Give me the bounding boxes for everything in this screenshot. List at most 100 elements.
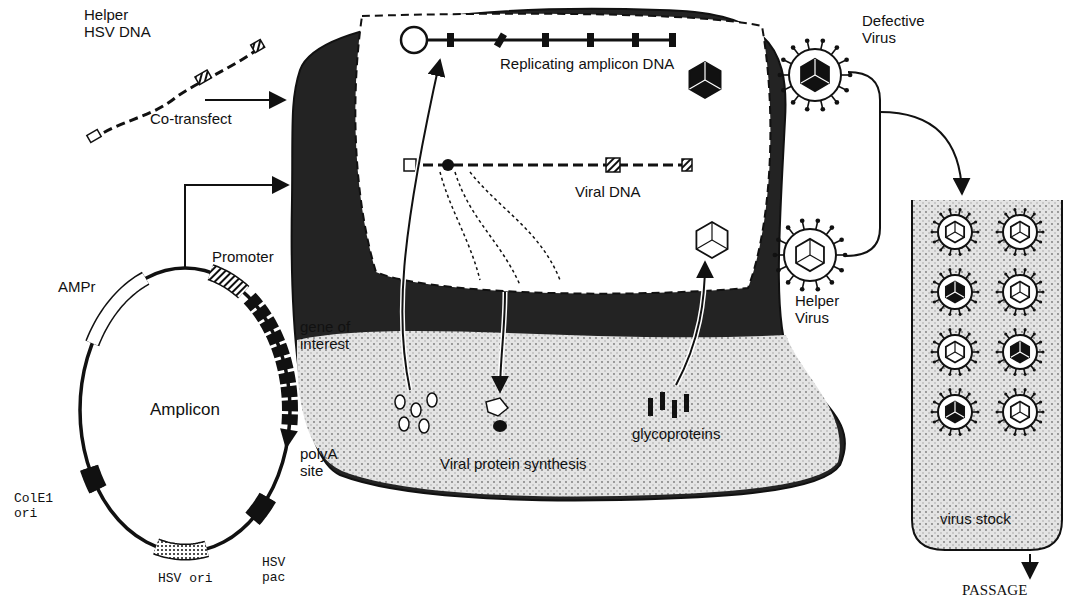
spike-knob <box>974 341 977 344</box>
capsid-facet <box>809 239 810 255</box>
spike-knob <box>1024 253 1027 256</box>
defective-virus <box>778 38 853 111</box>
helper-virus <box>996 208 1045 256</box>
capsid-facet <box>946 412 955 417</box>
spike-knob <box>1039 240 1042 243</box>
amplicon-unit <box>632 33 639 47</box>
virus-envelope <box>938 335 972 369</box>
cole1-ori-segment <box>89 468 98 490</box>
passage-arrow <box>1029 554 1031 578</box>
cell-label: Viral protein synthesis <box>440 455 586 472</box>
viral-protein <box>427 393 437 407</box>
virus-envelope <box>789 49 841 101</box>
viral-protein <box>411 403 421 417</box>
virus-envelope <box>938 395 972 429</box>
capsid <box>946 281 964 302</box>
capsid <box>696 222 727 258</box>
tube-outline <box>912 200 1062 550</box>
part-label: gene of interest <box>300 318 372 353</box>
spike-knob <box>1024 388 1027 391</box>
capsid-facet <box>1020 292 1029 297</box>
polya-arrowhead <box>280 428 298 449</box>
glycoprotein-arrow-halo <box>676 262 705 385</box>
helper-virus <box>996 268 1045 316</box>
spike-knob <box>933 401 936 404</box>
hsv-ori-segment-outline <box>156 546 207 551</box>
spike-knob <box>959 268 962 271</box>
helper-virus <box>773 218 848 291</box>
spike-knob <box>998 401 1001 404</box>
spike-knob <box>848 73 853 78</box>
spike-knob <box>820 107 825 112</box>
stock-arrow <box>880 112 962 194</box>
spike-knob <box>1024 268 1027 271</box>
spike-knob <box>948 433 951 436</box>
capsid-facet <box>955 352 964 357</box>
spike-knob <box>933 240 936 243</box>
spike-knob <box>843 253 848 258</box>
viral-protein <box>395 395 405 409</box>
virus-envelope <box>1003 335 1037 369</box>
spike-knob <box>1024 433 1027 436</box>
spike-knob <box>781 88 786 93</box>
transcript <box>440 172 480 280</box>
capsid-facet <box>705 80 721 89</box>
defective-virus <box>931 268 980 316</box>
capsid-facet <box>946 232 955 237</box>
capsid-group <box>696 222 727 258</box>
spike-knob <box>939 273 942 276</box>
spike-knob <box>1033 213 1036 216</box>
amp-resistance-gene <box>92 278 145 343</box>
ribosome <box>486 398 508 416</box>
spike-knob <box>1041 410 1044 413</box>
translation-arrow <box>500 292 505 392</box>
spike-knob <box>1004 393 1007 396</box>
dna-box <box>404 159 416 171</box>
spike-knob <box>1004 213 1007 216</box>
glycoprotein <box>660 392 665 410</box>
nucleus-outline <box>355 14 770 294</box>
capsid <box>1011 281 1029 302</box>
capsid-facet <box>1019 341 1020 352</box>
spike-knob <box>1013 208 1016 211</box>
spike-knob <box>998 360 1001 363</box>
capsid-facet <box>946 292 955 297</box>
spike-knob <box>805 107 810 112</box>
spike-knob <box>931 350 934 353</box>
spike-knob <box>933 281 936 284</box>
gene-of-interest <box>250 298 290 425</box>
virus-envelope <box>784 229 836 281</box>
part-label: Defective Virus <box>862 12 942 47</box>
amplicon-plasmid: Amplicon <box>80 268 290 552</box>
spike-knob <box>931 410 934 413</box>
spike-knob <box>959 433 962 436</box>
spike-knob <box>968 308 971 311</box>
defective-virus <box>996 328 1045 376</box>
spike-knob <box>974 401 977 404</box>
spike-knob <box>998 240 1001 243</box>
dna-box <box>682 159 692 171</box>
dna-origin <box>442 159 454 171</box>
capsid-facet <box>955 232 964 237</box>
spike-knob <box>1024 313 1027 316</box>
spike-knob <box>976 410 979 413</box>
virus-envelope <box>938 275 972 309</box>
spike-knob <box>830 225 835 230</box>
capsid-facet <box>712 240 728 249</box>
spike-knob <box>1033 308 1036 311</box>
spike-knob <box>976 230 979 233</box>
cytoplasm-stipple <box>297 331 840 496</box>
spike-knob <box>948 313 951 316</box>
cell-label: Viral DNA <box>575 183 641 200</box>
spike-knob <box>959 208 962 211</box>
spike-knob <box>1013 373 1016 376</box>
plasmid-backbone <box>80 268 290 552</box>
amplicon-unit <box>669 33 676 47</box>
part-label: AMPr <box>58 278 96 295</box>
cole1-ori-segment-outline <box>89 468 98 490</box>
spike-knob <box>1013 433 1016 436</box>
release-bracket <box>846 72 880 256</box>
capsid-facet <box>711 222 712 240</box>
translation-arrow-halo <box>500 292 505 392</box>
spike-knob <box>996 350 999 353</box>
